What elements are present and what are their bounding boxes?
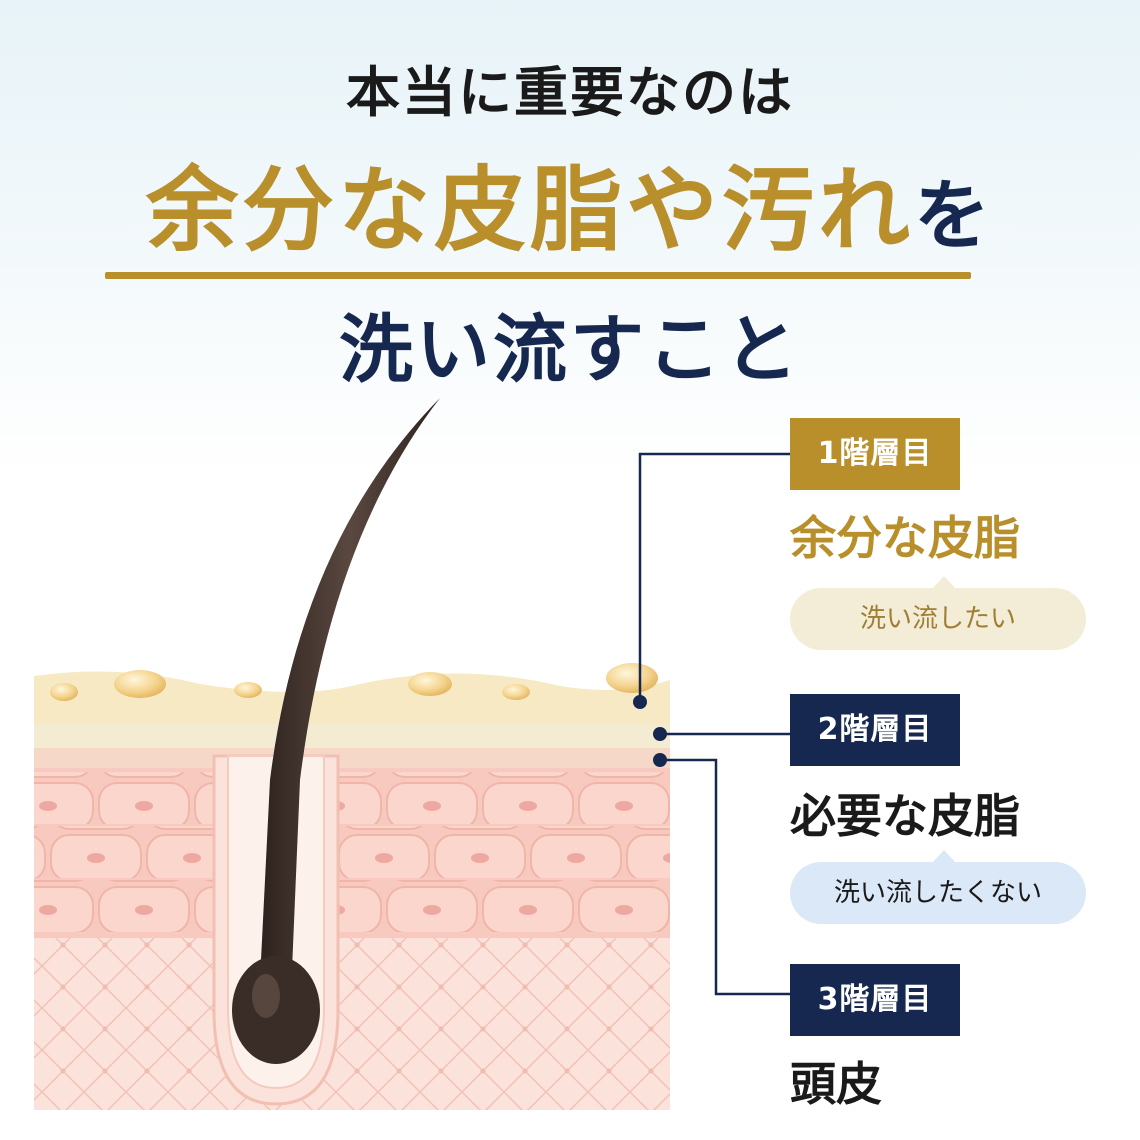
layer-3-title: 頭皮: [790, 1057, 882, 1111]
sebum-droplet-icon: [408, 672, 452, 696]
dermis-layer: [34, 938, 670, 1110]
layer-3-badge: 3階層目: [790, 964, 960, 1036]
sebum-droplet-icon: [502, 684, 530, 700]
headline-line-2: 余分な皮脂や汚れを: [0, 150, 1140, 276]
layer-2-badge: 2階層目: [790, 694, 960, 766]
sebum-droplets: [50, 663, 658, 701]
sebum-droplet-icon: [606, 663, 658, 693]
connector-dot-icon: [653, 753, 667, 767]
sebum-droplet-icon: [234, 682, 262, 698]
epidermis-layer: [34, 768, 670, 938]
sebum-layer: [34, 671, 670, 768]
headline-divider: [105, 272, 971, 279]
connector-dot-icon: [653, 727, 667, 741]
layer-1-title: 余分な皮脂: [790, 511, 1020, 565]
headline-line-1: 本当に重要なのは: [346, 61, 794, 124]
layer-1-badge: 1階層目: [790, 418, 960, 490]
sebum-droplet-icon: [114, 670, 166, 698]
sebum-droplet-icon: [50, 683, 78, 701]
layer-1-bubble-text: 洗い流したい: [859, 604, 1016, 634]
layer-1-bubble: 洗い流したい: [790, 576, 1086, 650]
layer-connectors: [638, 452, 790, 996]
connector-dot-icon: [633, 695, 647, 709]
layer-2-title: 必要な皮脂: [790, 789, 1020, 843]
headline-highlight: 余分な皮脂や汚れ: [145, 156, 914, 264]
layer-2-bubble: 洗い流したくない: [790, 850, 1086, 924]
layer-2-bubble-text: 洗い流したくない: [833, 878, 1042, 908]
hair-strand-icon: [232, 398, 440, 1064]
headline-particle: を: [914, 171, 994, 260]
headline-line-3: 洗い流すこと: [339, 307, 801, 393]
